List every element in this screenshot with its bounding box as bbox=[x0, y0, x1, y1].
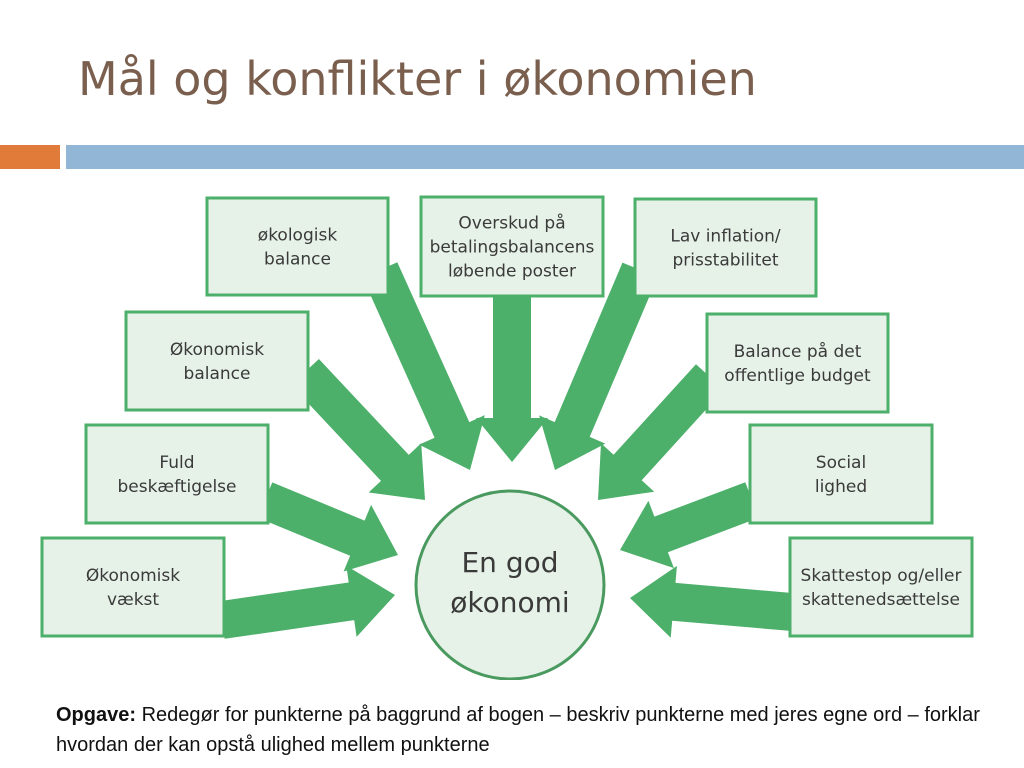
goal-box-okologisk: økologisk balance bbox=[205, 196, 390, 297]
goal-label-line: betalingsbalancens bbox=[430, 238, 595, 258]
goal-box-frame bbox=[205, 196, 390, 297]
goal-box-overskud: Overskud på betalingsbalancens løbende pos… bbox=[419, 195, 605, 298]
goal-box-vaekst: Økonomisk vækst bbox=[40, 536, 226, 638]
goal-label-line: Fuld bbox=[159, 453, 194, 473]
goal-box-offentlige-budget: Balance på det offentlige budget bbox=[705, 312, 890, 414]
task-label: Opgave: bbox=[56, 704, 137, 726]
goal-label-line: skattenedsættelse bbox=[802, 590, 960, 610]
goal-box-social: Social lighed bbox=[748, 423, 934, 525]
task-body: Redegør for punkterne på baggrund af bog… bbox=[56, 704, 980, 756]
goal-box-inflation: Lav inflation/prisstabilitet bbox=[633, 197, 818, 298]
goal-label-line: Overskud på bbox=[458, 213, 565, 234]
arrow-social bbox=[620, 482, 759, 569]
goal-label-line: lighed bbox=[815, 477, 867, 497]
goal-box-frame bbox=[748, 423, 934, 525]
goal-label-line: vækst bbox=[107, 590, 159, 610]
goal-box-skattestop: Skattestop og/eller skattenedsættelse bbox=[788, 536, 974, 638]
goal-label-line: offentlige budget bbox=[724, 366, 871, 386]
center-label-line: En god bbox=[461, 546, 558, 579]
goal-label-line: Økonomisk bbox=[86, 566, 180, 586]
goal-label-line: økologisk bbox=[258, 226, 338, 246]
center-circle bbox=[414, 489, 606, 680]
center-label-line: økonomi bbox=[450, 586, 569, 619]
goal-box-frame bbox=[40, 536, 226, 638]
goal-box-frame bbox=[788, 536, 974, 638]
goal-box-frame bbox=[84, 423, 270, 525]
goal-label-line: Økonomisk bbox=[170, 340, 264, 360]
goal-box-fuld: Fuld beskæftigelse bbox=[84, 423, 270, 525]
goal-label-line: Skattestop og/eller bbox=[801, 566, 962, 586]
goal-label-line: løbende poster bbox=[448, 262, 576, 282]
goal-box-frame bbox=[633, 197, 818, 298]
arrow-vaekst bbox=[219, 565, 395, 639]
goal-box-frame bbox=[705, 312, 890, 414]
slide-title: Mål og konflikter i økonomien bbox=[78, 52, 757, 106]
goal-label-line: balance bbox=[264, 250, 331, 270]
accent-bar-blue bbox=[66, 145, 1024, 169]
goals-diagram: økologisk balance Overskud på betalingsbala… bbox=[40, 195, 974, 680]
arrow-overskud bbox=[476, 296, 548, 462]
accent-bar-orange bbox=[0, 145, 60, 169]
arrow-okonomisk-balance bbox=[291, 359, 425, 500]
goal-label-line: Social bbox=[816, 453, 866, 473]
goal-label-line: Lav inflation/ bbox=[670, 227, 781, 247]
goal-box-frame bbox=[124, 310, 310, 412]
goal-label-line: prisstabilitet bbox=[672, 251, 778, 271]
goal-box-okonomisk-balance: Økonomisk balance bbox=[124, 310, 310, 412]
arrow-fuld bbox=[257, 482, 398, 572]
arrow-offentlige-budget bbox=[598, 364, 724, 500]
arrow-okologisk bbox=[362, 262, 485, 470]
task-text: Opgave: Redegør for punkterne på baggrun… bbox=[56, 700, 996, 760]
goal-label-line: Balance på det bbox=[734, 341, 862, 362]
goal-label-line: beskæftigelse bbox=[117, 477, 236, 497]
goal-box-frame bbox=[419, 195, 605, 298]
arrow-skattestop bbox=[630, 565, 794, 638]
arrow-inflation bbox=[539, 262, 658, 470]
goal-label-line: balance bbox=[184, 364, 251, 384]
